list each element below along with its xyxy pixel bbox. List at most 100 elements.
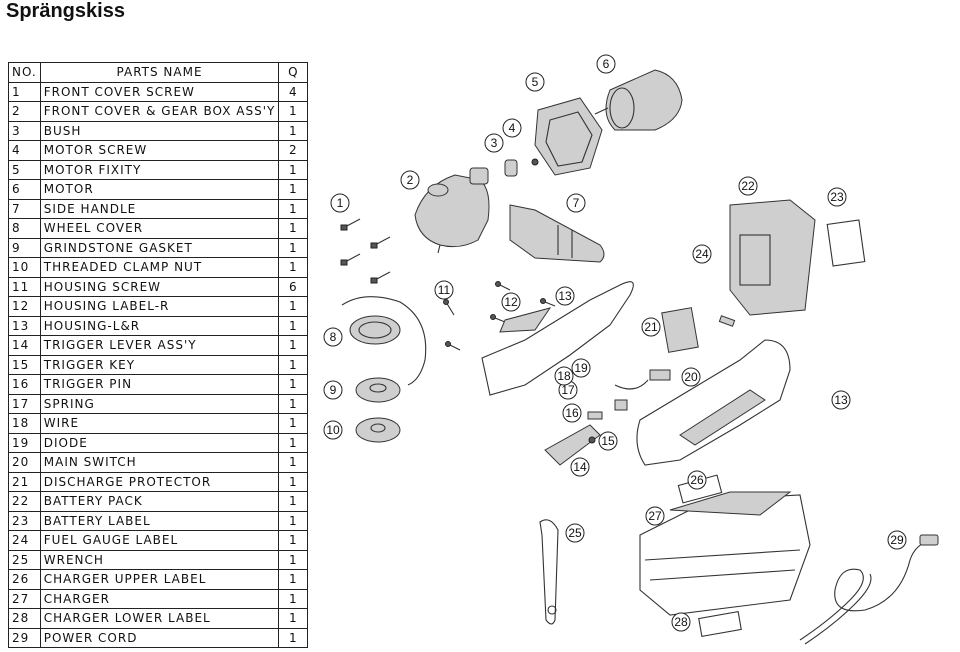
callout-label: 18 [557, 369, 571, 383]
callout-label: 26 [690, 473, 704, 487]
callout-label: 16 [565, 406, 579, 420]
part-quantity: 4 [278, 81, 309, 102]
part-number: 7 [8, 198, 41, 219]
part-number: 8 [8, 218, 41, 239]
callout-2: 2 [400, 170, 420, 190]
part-number: 21 [8, 471, 41, 492]
callout-label: 2 [407, 173, 414, 187]
part-quantity: 1 [278, 452, 309, 473]
housing-left-right [481, 281, 791, 466]
part-name: MOTOR [39, 179, 280, 200]
part-quantity: 1 [278, 432, 309, 453]
callout-5: 5 [525, 72, 545, 92]
part-quantity: 1 [278, 237, 309, 258]
part-quantity: 1 [278, 491, 309, 512]
callout-label: 24 [695, 247, 709, 261]
callout-label: 7 [573, 196, 580, 210]
callout-label: 27 [648, 509, 662, 523]
part-quantity: 1 [278, 315, 309, 336]
part-name: CHARGER UPPER LABEL [39, 569, 280, 590]
callout-22: 22 [738, 176, 758, 196]
callout-label: 1 [337, 196, 344, 210]
callout-25: 25 [565, 523, 585, 543]
callout-label: 13 [834, 393, 848, 407]
part-quantity: 1 [278, 218, 309, 239]
motor-fixity [534, 97, 603, 176]
part-name: BATTERY PACK [39, 491, 280, 512]
callout-label: 5 [532, 75, 539, 89]
part-name: THREADED CLAMP NUT [39, 257, 280, 278]
callout-8: 8 [323, 327, 343, 347]
part-name: MAIN SWITCH [39, 452, 280, 473]
part-number: 26 [8, 569, 41, 590]
part-name: MOTOR FIXITY [39, 159, 280, 180]
part-name: MOTOR SCREW [39, 140, 280, 161]
callout-label: 4 [509, 121, 516, 135]
part-number: 28 [8, 608, 41, 629]
part-number: 18 [8, 413, 41, 434]
callout-1: 1 [330, 193, 350, 213]
callout-12: 12 [501, 292, 521, 312]
callout-label: 13 [558, 289, 572, 303]
part-name: BATTERY LABEL [39, 510, 280, 531]
part-quantity: 1 [278, 471, 309, 492]
part-number: 20 [8, 452, 41, 473]
part-quantity: 1 [278, 510, 309, 531]
callout-17: 17 [558, 380, 578, 400]
part-number: 19 [8, 432, 41, 453]
part-number: 5 [8, 159, 41, 180]
part-quantity: 1 [278, 335, 309, 356]
part-name: FRONT COVER & GEAR BOX ASS'Y [39, 101, 280, 122]
callout-11: 11 [434, 280, 454, 300]
callout-label: 17 [561, 383, 575, 397]
part-name: CHARGER [39, 588, 280, 609]
callout-24: 24 [692, 244, 712, 264]
part-quantity: 2 [278, 140, 309, 161]
callout-4: 4 [502, 118, 522, 138]
callout-28: 28 [671, 612, 691, 632]
callout-23: 23 [827, 187, 847, 207]
callout-18: 18 [554, 366, 574, 386]
part-name: WHEEL COVER [39, 218, 280, 239]
callout-9: 9 [323, 380, 343, 400]
trigger-assembly [544, 307, 699, 466]
part-name: TRIGGER LEVER ASS'Y [39, 335, 280, 356]
callout-15: 15 [598, 431, 618, 451]
part-quantity: 1 [278, 257, 309, 278]
part-quantity: 1 [278, 198, 309, 219]
part-number: 13 [8, 315, 41, 336]
wheel-cover [341, 296, 427, 386]
part-number: 2 [8, 101, 41, 122]
battery-label [826, 219, 866, 267]
part-quantity: 1 [278, 159, 309, 180]
part-quantity: 1 [278, 530, 309, 551]
callout-label: 28 [674, 615, 688, 629]
part-number: 3 [8, 120, 41, 141]
callout-label: 15 [601, 434, 615, 448]
part-quantity: 1 [278, 296, 309, 317]
header-quantity: Q [278, 62, 309, 83]
part-quantity: 1 [278, 179, 309, 200]
part-number: 6 [8, 179, 41, 200]
